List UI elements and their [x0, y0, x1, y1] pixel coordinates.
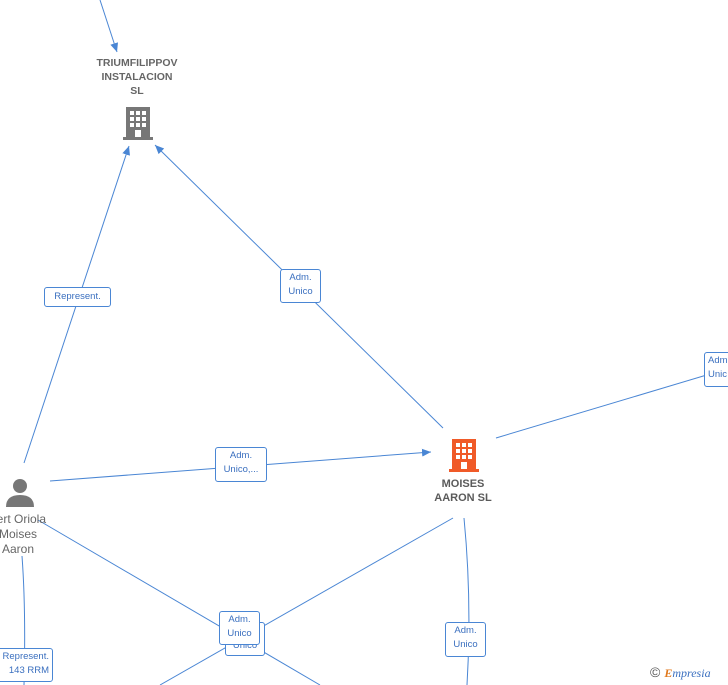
brand-name: mpresia: [672, 666, 711, 680]
edge-person-to-lower-right: [37, 519, 321, 685]
relation-badge-adm-unico-person[interactable]: Adm. Unico,...: [215, 447, 267, 482]
relation-badge-adm-unico[interactable]: Adm. Unico: [280, 269, 321, 303]
person-label: bert Oriola Moises Aaron: [0, 512, 47, 556]
relation-badge-represent[interactable]: Represent.: [44, 287, 111, 307]
relation-badge-adm-unico-lower[interactable]: Adm. Unico: [219, 611, 260, 645]
edge-moises-down: [463, 517, 470, 685]
edge-moises-to-right: [495, 373, 711, 439]
edge-moises-to-lower-left: [159, 517, 454, 685]
building-icon[interactable]: [123, 105, 155, 141]
company-label-moises-aaron: MOISES AARON SL: [434, 478, 492, 504]
relation-badge-represent-rrm[interactable]: Represent. 143 RRM: [0, 648, 53, 682]
brand-initial: E: [664, 666, 673, 680]
relation-badge-adm-unico-right[interactable]: Adm. Unic: [704, 352, 728, 387]
company-label-triumfilippov: TRIUMFILIPPOV INSTALACION SL: [96, 57, 178, 97]
copyright-icon: ©: [650, 664, 661, 680]
building-icon[interactable]: [449, 437, 481, 473]
relation-badge-adm-unico-bottom[interactable]: Adm. Unico: [445, 622, 486, 657]
edge-incoming-triumfilippov: [99, 0, 119, 53]
brand-watermark: ©Empresia: [650, 664, 711, 681]
person-icon[interactable]: [4, 476, 36, 508]
